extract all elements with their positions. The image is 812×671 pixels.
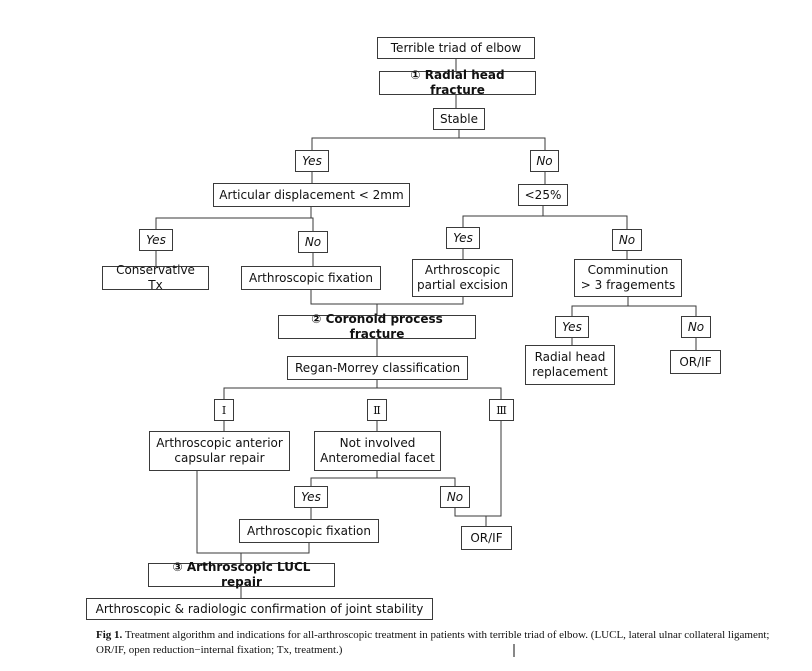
connector-line [310,477,456,486]
connector-line [196,471,310,554]
node-stable: Stable [433,108,485,130]
node-orif-2: OR/IF [461,526,512,550]
node-not-involved-facet: Not involved Anteromedial facet [314,431,441,471]
node-arthroscopic-fixation-1: Arthroscopic fixation [241,266,381,290]
node-radial-head-fracture: ① Radial head fracture [379,68,536,97]
caption-label: Fig 1. [96,629,123,641]
connector-line [454,508,487,526]
node-less-than-25: <25% [518,184,568,206]
node-partial-excision: Arthroscopic partial excision [412,259,513,297]
node-conservative-tx: Conservative Tx [102,263,209,292]
connector-line [223,387,502,399]
node-regan-morrey: Regan-Morrey classification [287,356,468,380]
node-no-facet: No [440,486,470,508]
connector-line [462,215,628,229]
node-no-articular: No [298,231,328,253]
connector-line [486,421,502,517]
node-radial-head-replacement: Radial head replacement [525,345,615,385]
node-capsular-repair: Arthroscopic anterior capsular repair [149,431,290,471]
node-no-25: No [612,229,642,251]
node-joint-stability-confirmation: Arthroscopic & radiologic confirmation o… [86,598,433,620]
node-coronoid-process-fracture: ② Coronoid process fracture [278,312,476,341]
node-type-1: Ⅰ [214,399,234,421]
connector-line [311,137,546,150]
node-arthroscopic-fixation-2: Arthroscopic fixation [239,519,379,543]
connector-line [571,305,697,316]
node-yes-articular: Yes [139,229,173,251]
node-type-3: Ⅲ [489,399,514,421]
node-lucl-repair: ③ Arthroscopic LUCL repair [148,560,335,589]
node-articular-displacement: Articular displacement < 2mm [213,183,410,207]
node-no-stable: No [530,150,559,172]
connector-line [155,217,314,231]
node-orif-1: OR/IF [670,350,721,374]
figure-caption: Fig 1. Treatment algorithm and indicatio… [96,628,796,658]
node-yes-stable: Yes [295,150,329,172]
node-triad: Terrible triad of elbow [377,37,535,59]
connector-line [310,290,464,305]
node-type-2: Ⅱ [367,399,387,421]
caption-text: Treatment algorithm and indications for … [96,629,770,656]
node-no-comminution: No [681,316,711,338]
node-comminution: Comminution > 3 fragements [574,259,682,297]
node-yes-facet: Yes [294,486,328,508]
node-yes-25: Yes [446,227,480,249]
node-yes-comminution: Yes [555,316,589,338]
